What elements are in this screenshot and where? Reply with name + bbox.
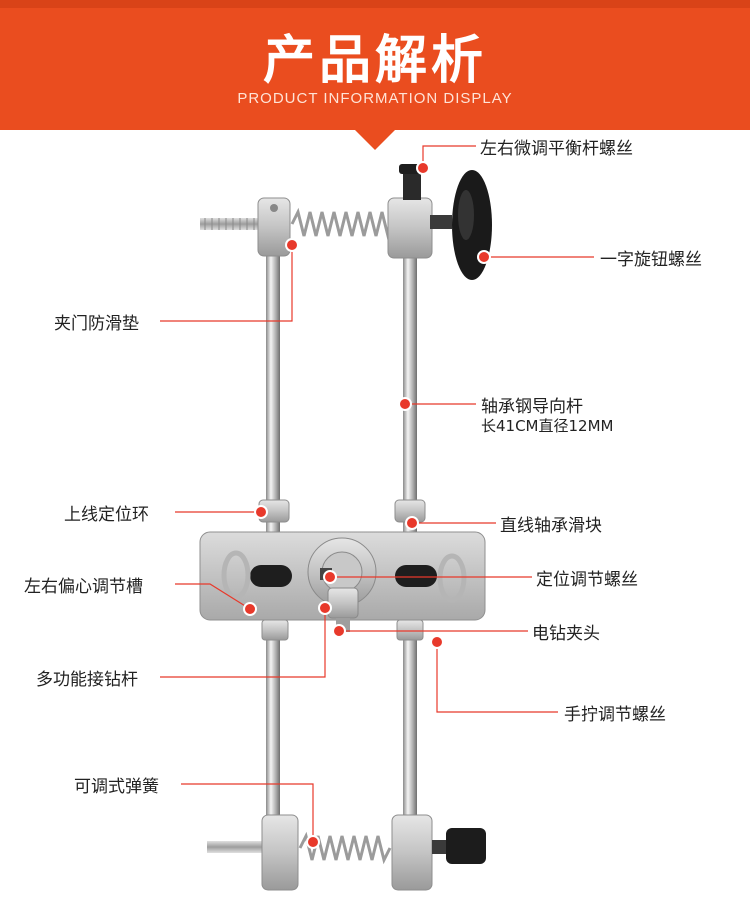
top-threaded-bolt xyxy=(200,218,265,230)
dot-spring xyxy=(306,835,320,849)
label-upper-locating-ring: 上线定位环 xyxy=(64,505,149,525)
label-fine-adjust-screw: 左右微调平衡杆螺丝 xyxy=(480,139,633,159)
drill-chuck-part xyxy=(327,587,359,632)
label-eccentric-slot: 左右偏心调节槽 xyxy=(24,577,143,597)
label-drill-rod: 多功能接钻杆 xyxy=(36,670,138,690)
page-title: 产品解析 xyxy=(262,31,487,91)
dot-door-pad xyxy=(285,238,299,252)
top-spring xyxy=(290,207,396,241)
top-left-clamp xyxy=(257,197,291,257)
page-subtitle: PRODUCT INFORMATION DISPLAY xyxy=(237,90,513,107)
dot-locating-screw xyxy=(323,570,337,584)
banner-background xyxy=(0,0,750,150)
label-guide-rod-spec: 长41CM直径12MM xyxy=(481,417,614,435)
lower-left-slider xyxy=(261,619,289,641)
bottom-left-clamp xyxy=(261,814,299,891)
bottom-black-knob xyxy=(432,828,486,864)
side-wing-bolts xyxy=(221,550,467,603)
lower-right-slider xyxy=(396,619,424,641)
dot-knob xyxy=(477,250,491,264)
label-door-pad: 夹门防滑垫 xyxy=(54,314,139,334)
label-locating-screw: 定位调节螺丝 xyxy=(536,570,638,590)
callout-dots xyxy=(243,161,491,849)
callout-lines xyxy=(160,145,594,842)
dot-chuck xyxy=(332,624,346,638)
label-spring: 可调式弹簧 xyxy=(74,777,159,797)
bottom-threaded-bolt xyxy=(207,841,267,853)
label-guide-rod-title: 轴承钢导向杆 xyxy=(481,397,583,417)
label-knob-screw: 一字旋钮螺丝 xyxy=(600,250,702,270)
header-banner: 产品解析 PRODUCT INFORMATION DISPLAY xyxy=(0,0,750,150)
dot-fine-adjust xyxy=(416,161,430,175)
dot-locating-ring xyxy=(254,505,268,519)
dot-eccentric xyxy=(243,602,257,616)
label-linear-slider: 直线轴承滑块 xyxy=(500,516,602,536)
dot-guide-rod xyxy=(398,397,412,411)
center-plate xyxy=(199,531,486,621)
dot-slider xyxy=(405,516,419,530)
top-right-clamp xyxy=(387,197,433,259)
bottom-right-clamp xyxy=(391,814,433,891)
dot-hand-screw xyxy=(430,635,444,649)
label-drill-chuck: 电钻夹头 xyxy=(532,624,600,644)
dot-drill-rod xyxy=(318,601,332,615)
label-hand-screw: 手拧调节螺丝 xyxy=(564,705,666,725)
